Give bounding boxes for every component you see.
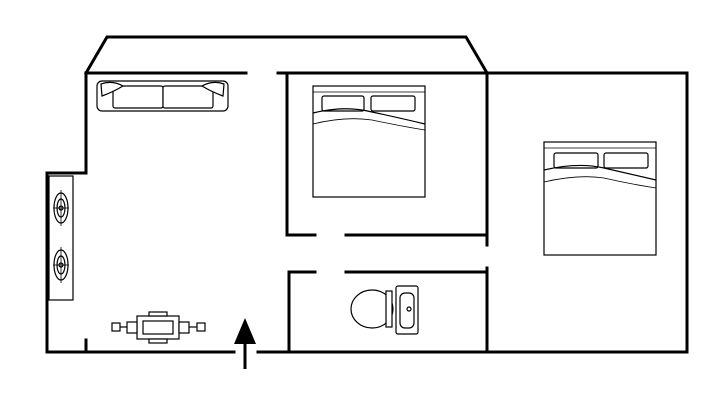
arrow-up-icon — [234, 318, 256, 369]
roof-outline — [83, 35, 490, 76]
bed-icon — [543, 141, 657, 256]
kitchen-counter — [48, 175, 74, 301]
sink-icon — [395, 285, 419, 335]
interior-walls — [285, 71, 489, 354]
toilet-icon — [350, 289, 394, 329]
bed-icon — [312, 85, 426, 198]
stove-icon — [53, 190, 69, 283]
sofa-icon — [96, 80, 229, 112]
table-icon — [111, 311, 206, 344]
outer-walls — [45, 71, 689, 354]
